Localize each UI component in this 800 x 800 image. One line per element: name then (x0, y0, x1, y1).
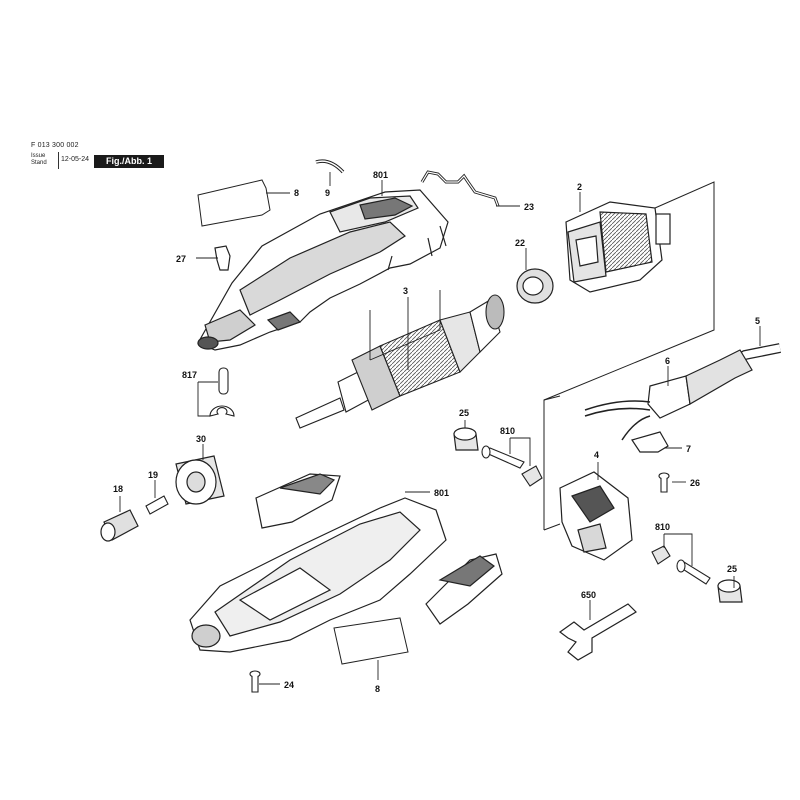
wrench-part (558, 603, 637, 661)
label-card-upper (197, 179, 271, 227)
screw-nut-set-upper (481, 445, 543, 487)
pin-set-part (209, 367, 235, 417)
part-number-26: 26 (690, 478, 700, 488)
label-card-lower (333, 617, 409, 665)
issue-stand-label: Issue Stand (31, 153, 47, 167)
part-number-25-lower: 25 (727, 564, 737, 574)
screw-part-24 (249, 670, 261, 693)
lower-housing-part (189, 473, 503, 653)
field-coil-part (565, 201, 671, 293)
part-number-27: 27 (176, 254, 186, 264)
armature-part (295, 294, 505, 429)
part-number-19: 19 (148, 470, 158, 480)
document-number: F 013 300 002 (31, 142, 79, 149)
screw-nut-set-lower (651, 545, 711, 585)
collet-part (145, 495, 169, 515)
issue-date: 12-05-24 (61, 156, 90, 163)
part-number-7: 7 (686, 444, 691, 454)
part-number-8-upper: 8 (294, 188, 299, 198)
part-number-22: 22 (515, 238, 525, 248)
part-number-810-upper: 810 (500, 426, 515, 436)
part-number-8-lower: 8 (375, 684, 380, 694)
part-number-23: 23 (524, 202, 534, 212)
part-number-6: 6 (665, 356, 670, 366)
bearing-sleeve-part (175, 455, 225, 505)
part-number-801-lower: 801 (434, 488, 449, 498)
part-number-30: 30 (196, 434, 206, 444)
part-number-810-lower: 810 (655, 522, 670, 532)
small-clip-part (214, 245, 231, 271)
upper-housing-part (197, 189, 449, 351)
strain-relief-part (584, 349, 753, 441)
header-divider (58, 152, 59, 169)
part-number-25-upper: 25 (459, 408, 469, 418)
part-number-817: 817 (182, 370, 197, 380)
stand-label: Stand (31, 160, 47, 166)
part-number-4: 4 (594, 450, 599, 460)
spacer-part-lower (717, 579, 743, 603)
spring-wire-part (420, 170, 500, 207)
screw-part-26 (658, 472, 670, 493)
part-number-24: 24 (284, 680, 294, 690)
part-number-2: 2 (577, 182, 582, 192)
issue-label: Issue (31, 153, 46, 159)
bearing-ring-part (516, 268, 554, 304)
assembly-bracket (543, 181, 715, 530)
part-number-18: 18 (113, 484, 123, 494)
leader-lines (119, 172, 761, 685)
part-number-650: 650 (581, 590, 596, 600)
part-number-5: 5 (755, 316, 760, 326)
figure-label: Fig./Abb. 1 (94, 155, 164, 168)
part-number-9: 9 (325, 188, 330, 198)
switch-module-part (559, 471, 633, 561)
collet-nut-part (100, 509, 139, 542)
cable-clamp-part (631, 431, 669, 453)
part-number-801-upper: 801 (373, 170, 388, 180)
spacer-part-upper (453, 427, 479, 451)
part-number-3: 3 (403, 286, 408, 296)
